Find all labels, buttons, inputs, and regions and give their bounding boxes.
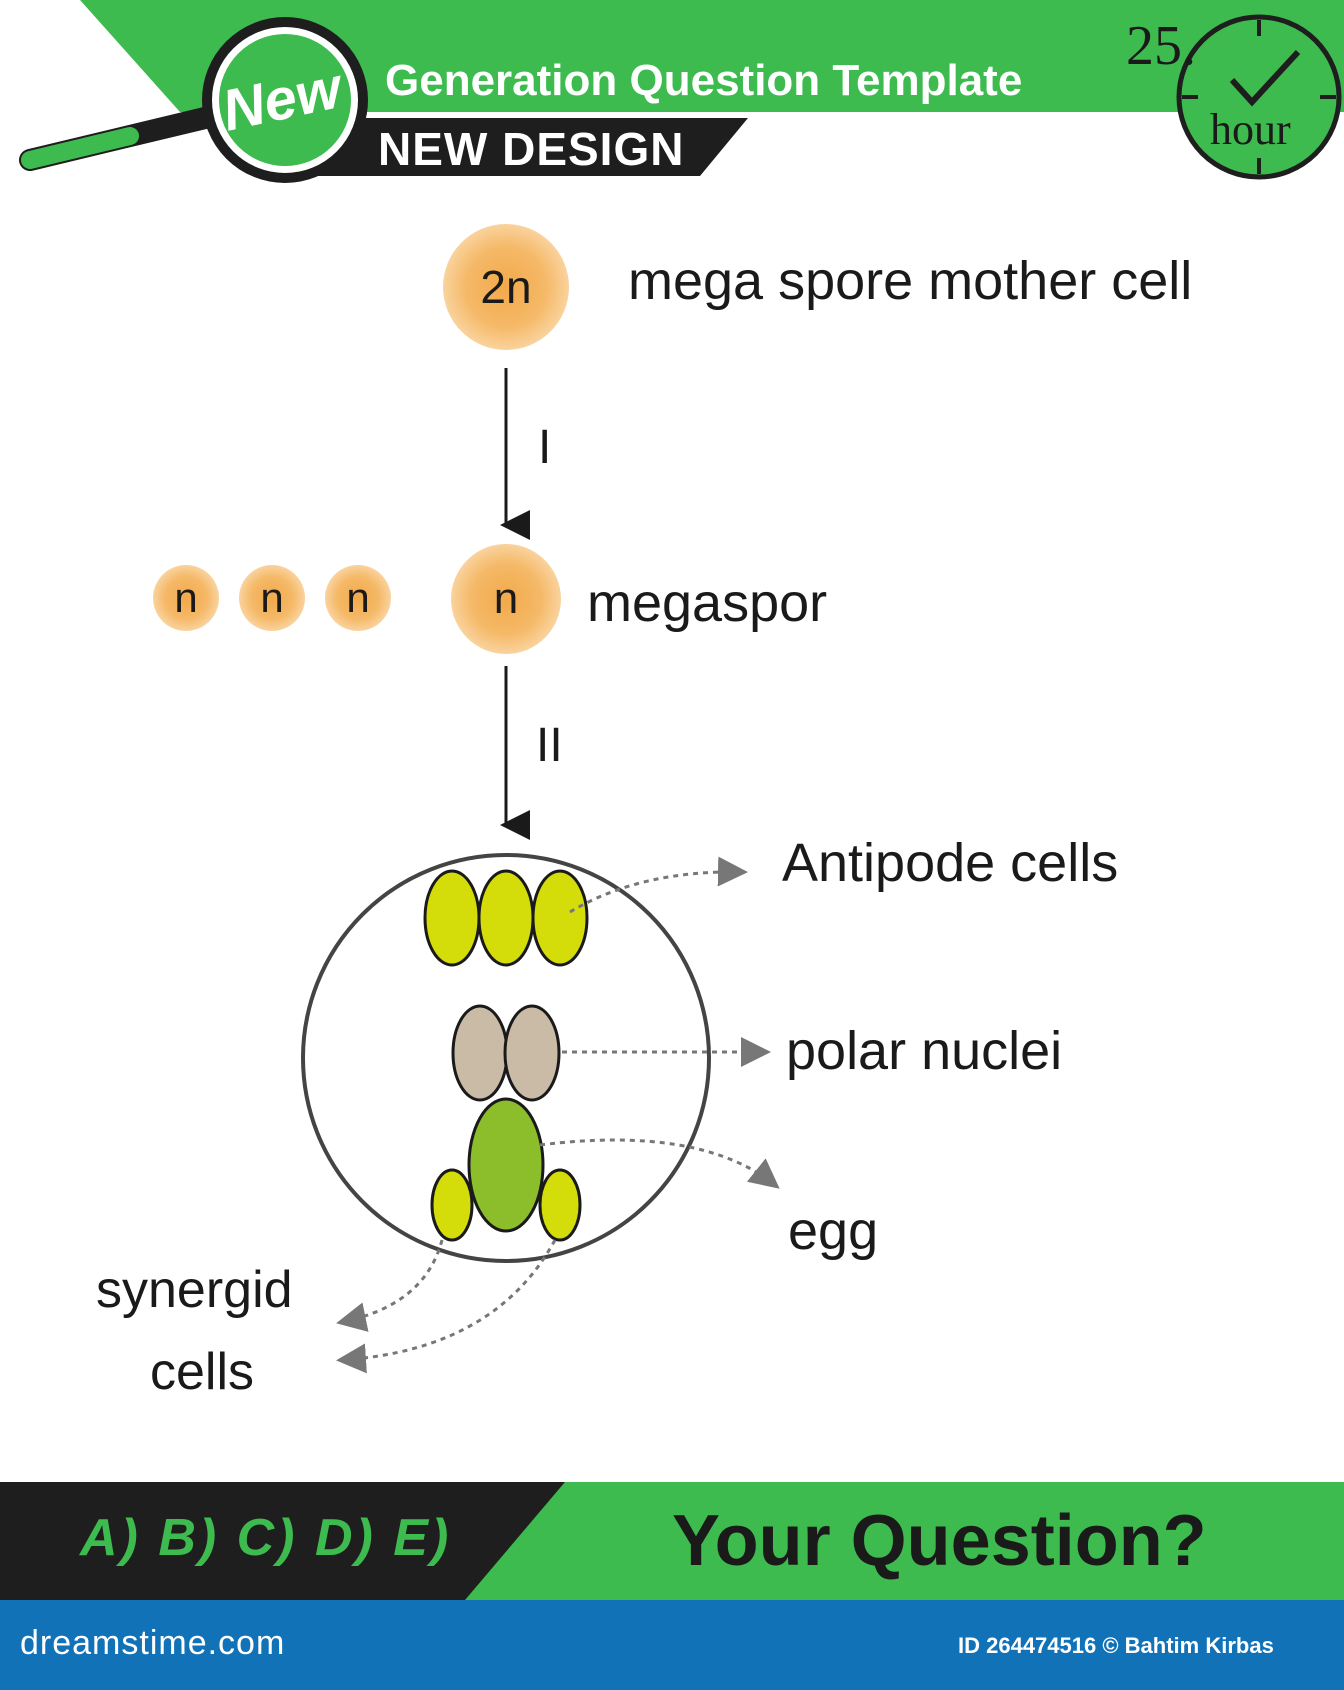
header-black-band (300, 118, 748, 176)
egg-label: egg (788, 1201, 879, 1261)
synergid-cell (538, 1168, 582, 1242)
degenerate-cell: n (239, 565, 305, 631)
egg-pointer (539, 1138, 780, 1189)
mother-cell: 2n (443, 224, 569, 350)
header-green-band (80, 0, 1344, 112)
synergid-pointer (336, 1239, 444, 1332)
megaspore-label: megaspor (587, 573, 828, 633)
footer-credit: ID 264474516 © Bahtim Kirbas (958, 1633, 1274, 1658)
antipode-cell (531, 869, 589, 967)
diagram-canvas (301, 368, 780, 1374)
degenerate-cell: n (153, 565, 219, 631)
synergid-cell (430, 1168, 474, 1242)
mother-cell-label: mega spore mother cell (628, 251, 1193, 311)
header-subtitle: NEW DESIGN (378, 123, 685, 175)
synergid-pointer (336, 1239, 557, 1374)
antipode-cell (477, 869, 535, 967)
footer: dreamstime.com ID 264474516 © Bahtim Kir… (0, 1600, 1344, 1690)
question-prompt: Your Question? (672, 1501, 1207, 1581)
magnifier-icon (19, 17, 368, 183)
clock-number: 25. (1126, 15, 1196, 77)
antipode-cell (423, 869, 481, 967)
degenerate-cell: n (325, 565, 391, 631)
antipode-pointer (569, 856, 748, 914)
clock-icon (1176, 14, 1342, 180)
answer-bar-background (0, 1482, 1344, 1600)
egg-cell (467, 1097, 545, 1233)
polar-label: polar nuclei (786, 1021, 1063, 1081)
header-title: Generation Question Template (385, 56, 1023, 105)
step-2-label: II (536, 719, 563, 772)
antipode-label: Antipode cells (782, 833, 1119, 893)
synergid-label-line1: synergid (96, 1261, 293, 1319)
header: New Generation Question Template NEW DES… (0, 0, 1344, 200)
clock-unit: hour (1210, 105, 1291, 154)
step-1-label: I (538, 421, 552, 474)
synergid-label-line2: cells (150, 1343, 255, 1401)
polar-nucleus (503, 1004, 561, 1102)
footer-site: dreamstime.com (20, 1624, 286, 1662)
polar-nucleus (451, 1004, 509, 1102)
header-background (19, 0, 1344, 183)
megaspore-cell: n (451, 544, 561, 654)
answer-options: A) B) C) D) E) (80, 1509, 452, 1567)
